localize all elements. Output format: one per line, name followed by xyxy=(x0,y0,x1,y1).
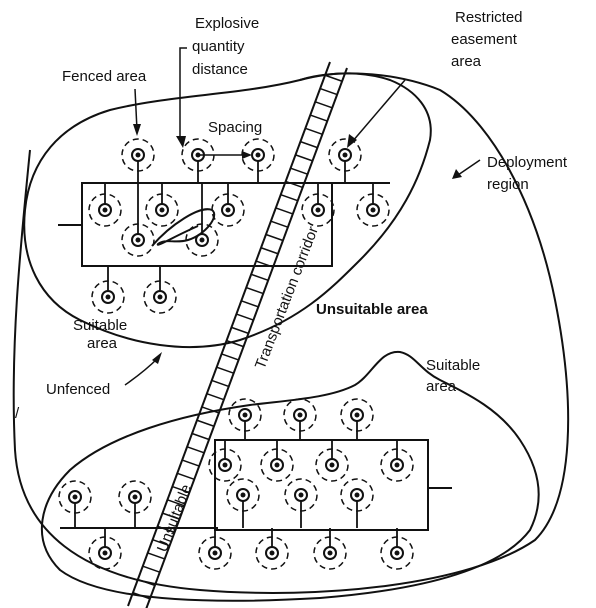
unsuitable-area-label: Unsuitable area xyxy=(316,301,428,318)
railway-tie xyxy=(181,459,200,467)
restricted-label-1: Restricted xyxy=(455,9,523,26)
silo-marker xyxy=(58,480,92,528)
silo-marker xyxy=(88,183,122,227)
railway-tie xyxy=(206,393,225,401)
railway-tie xyxy=(142,565,161,573)
upper-fenced-area-boundary xyxy=(23,72,432,349)
railway-tie xyxy=(201,406,220,414)
silo-marker xyxy=(208,440,242,482)
explosive-qd-label-2: quantity xyxy=(192,38,245,55)
railway-tie xyxy=(265,233,284,242)
silo-marker xyxy=(121,183,155,257)
silo-marker xyxy=(340,478,374,528)
railway-tie xyxy=(314,101,333,109)
railway-tie xyxy=(280,193,298,202)
silo-marker xyxy=(143,266,177,314)
railway-tie xyxy=(236,313,254,321)
silo-marker xyxy=(380,440,414,482)
edge-mark: / xyxy=(15,405,20,422)
silo-marker xyxy=(91,266,125,314)
lower-fenced-area-boundary xyxy=(40,350,540,602)
railway-tie xyxy=(167,499,185,507)
suitable-area-lower-label-1: Suitable xyxy=(426,357,480,374)
deployment-label-1: Deployment xyxy=(487,154,568,171)
silo-markers xyxy=(58,138,414,570)
railway-tie xyxy=(152,538,170,547)
restricted-label-3: area xyxy=(451,53,482,70)
transportation-corridor xyxy=(127,61,348,608)
silo-marker xyxy=(198,528,232,570)
railway-ties xyxy=(132,74,343,600)
railway-tie xyxy=(260,247,279,255)
suitable-area-upper-label-2: area xyxy=(87,335,118,352)
fenced-area-label: Fenced area xyxy=(62,68,147,85)
railway-tie xyxy=(196,419,215,427)
railway-tie xyxy=(250,273,269,281)
railway-tie xyxy=(211,379,230,388)
silo-marker xyxy=(88,528,122,570)
railway-tie xyxy=(172,485,190,494)
railway-tie xyxy=(221,353,239,361)
deployment-region-boundary xyxy=(12,72,570,594)
silo-marker xyxy=(356,183,390,227)
restricted-label-2: easement xyxy=(451,31,518,48)
explosive-qd-label-3: distance xyxy=(192,61,248,78)
railway-tie xyxy=(162,512,180,520)
railway-tie xyxy=(310,114,328,122)
railway-tie xyxy=(177,472,195,481)
railway-tie xyxy=(132,592,151,600)
railway-tie xyxy=(147,552,165,560)
silo-marker xyxy=(241,138,275,183)
silo-marker xyxy=(260,440,294,482)
silo-marker xyxy=(313,528,347,570)
silo-marker xyxy=(328,138,362,183)
railway-tie xyxy=(241,300,259,308)
railway-tie xyxy=(290,167,308,175)
lower-cluster-enclosure xyxy=(214,439,429,531)
silo-marker xyxy=(211,183,245,227)
unfenced-label: Unfenced xyxy=(46,381,110,398)
silo-marker xyxy=(181,138,215,183)
silo-marker xyxy=(145,183,179,227)
railway-tie xyxy=(295,154,313,162)
silo-marker xyxy=(118,480,152,528)
silo-marker xyxy=(255,528,289,570)
spacing-label: Spacing xyxy=(208,119,262,136)
silo-marker xyxy=(228,398,262,440)
suitable-area-lower-label-2: area xyxy=(426,378,457,395)
silo-marker xyxy=(284,478,318,528)
railway-tie xyxy=(216,366,234,374)
silo-marker xyxy=(380,528,414,570)
silo-marker xyxy=(340,398,374,440)
railway-tie xyxy=(231,326,249,335)
silo-marker xyxy=(121,138,155,183)
railway-tie xyxy=(300,140,318,149)
railway-tie xyxy=(226,339,244,348)
railway-tie xyxy=(324,74,343,82)
suitable-area-upper-label-1: Suitable xyxy=(73,317,127,334)
silo-marker xyxy=(185,183,219,257)
silo-marker xyxy=(315,440,349,482)
railway-tie xyxy=(245,286,264,295)
railway-tie xyxy=(270,220,289,228)
silo-marker xyxy=(226,478,260,528)
silo-marker xyxy=(283,398,317,440)
silo-marker xyxy=(301,183,335,227)
railway-tie xyxy=(137,578,156,587)
railway-tie xyxy=(319,87,338,96)
railway-tie xyxy=(191,432,210,441)
railway-tie xyxy=(305,127,323,136)
leader-lines xyxy=(124,47,481,386)
railway-tie xyxy=(275,207,294,215)
explosive-qd-label-1: Explosive xyxy=(195,15,259,32)
deployment-label-2: region xyxy=(487,176,529,193)
railway-tie xyxy=(186,446,205,454)
squiggle-shape xyxy=(151,208,216,247)
